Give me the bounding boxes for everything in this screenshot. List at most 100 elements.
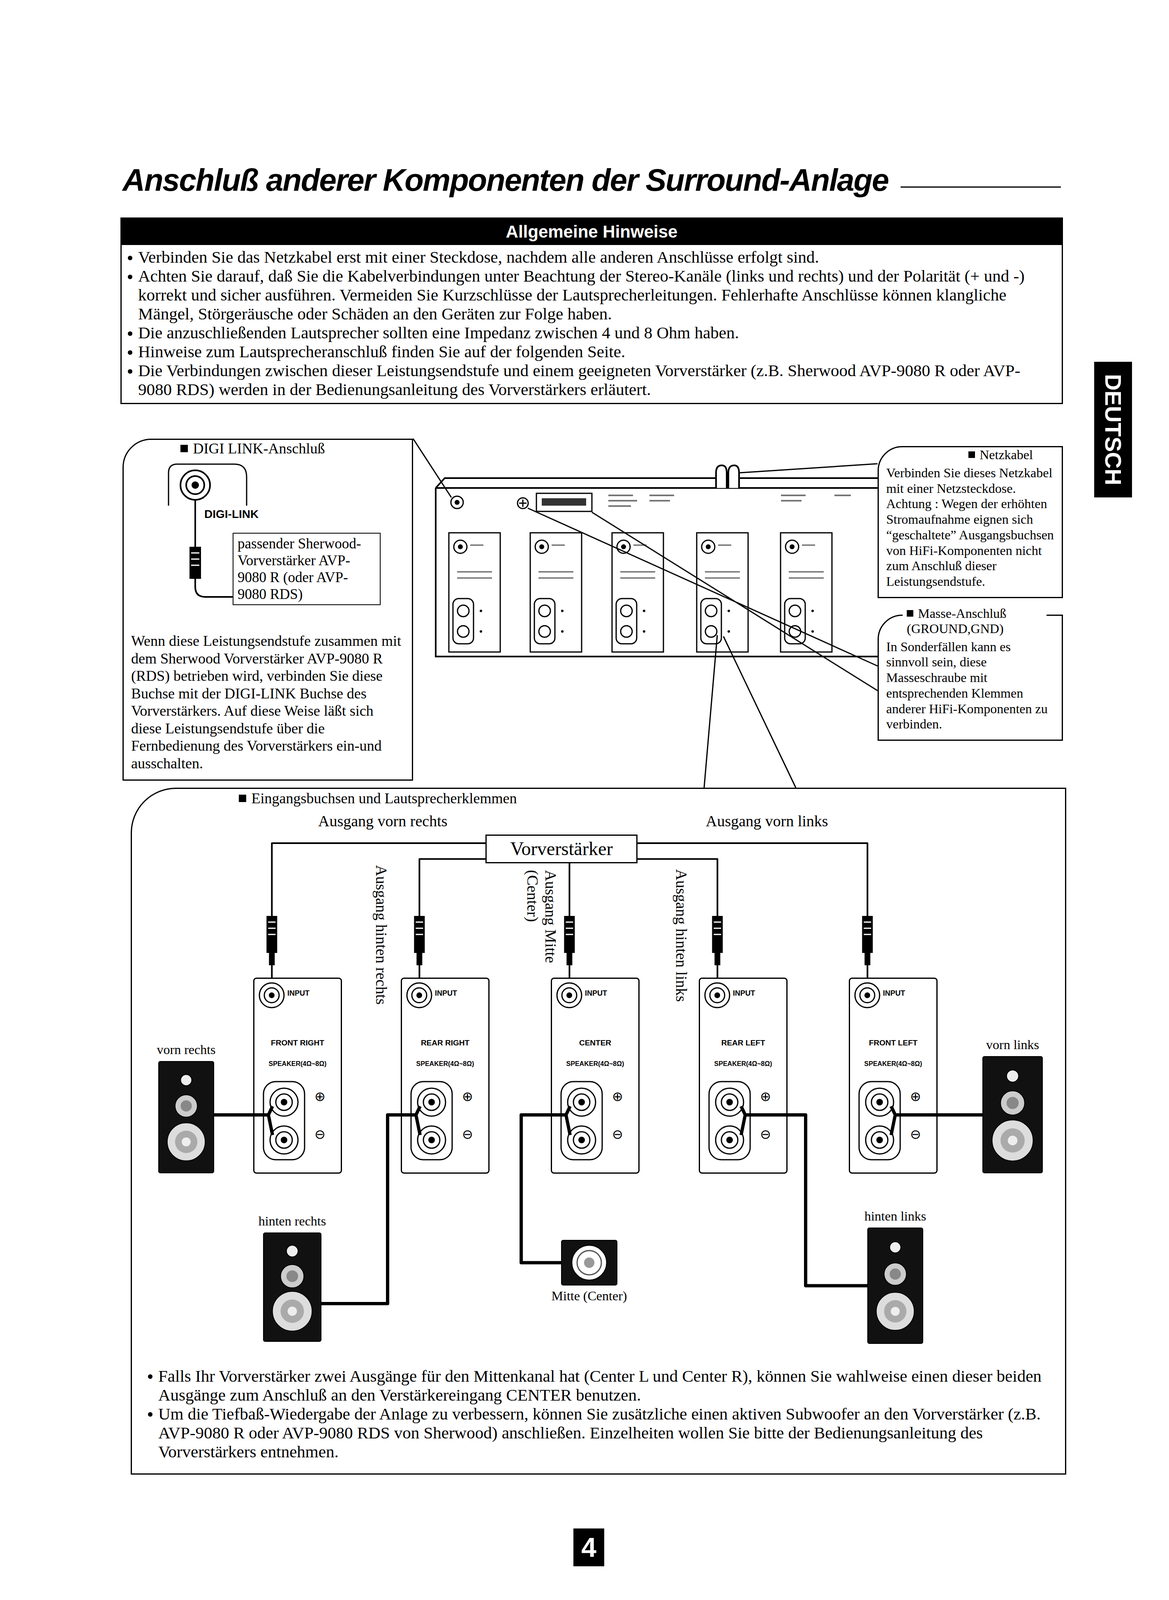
woofer — [884, 1300, 907, 1323]
rca-plug — [861, 915, 873, 953]
midrange — [1000, 1090, 1025, 1116]
preamp-label-text: passender Sherwood-Vorverstärker AVP-908… — [237, 535, 376, 603]
polarity-mark: ⊖ — [462, 1127, 474, 1141]
language-tab-text: DEUTSCH — [1101, 374, 1125, 486]
input-jack — [411, 987, 427, 1003]
speaker-terminal — [270, 1125, 299, 1154]
heading-square — [238, 794, 247, 802]
bullet-text: Hinweise zum Lautsprecheranschluß finden… — [138, 341, 1052, 361]
input-label: INPUT — [732, 989, 756, 997]
speaker-terminal-pin — [428, 1098, 435, 1106]
woofer — [167, 1122, 206, 1161]
channel-name: REAR LEFT — [700, 1038, 787, 1048]
amp-input-panel: INPUTFRONT RIGHTSPEAKER(4Ω~8Ω)⊕⊖ — [253, 977, 342, 1174]
speaker-box: hinten links — [867, 1227, 924, 1344]
speaker-box: vorn rechts — [158, 1060, 215, 1174]
bullet-text: Um die Tiefbaß-Wiedergabe der Anlage zu … — [158, 1404, 1045, 1461]
woofer — [1000, 1128, 1025, 1153]
speaker-cabinet — [263, 1232, 322, 1342]
bullet-text: Die anzuschließenden Lautsprecher sollte… — [138, 323, 1052, 342]
back-panel-outline — [435, 478, 879, 657]
woofer — [992, 1119, 1034, 1161]
speaker-terminal-pin — [578, 1098, 585, 1106]
midrange — [889, 1268, 901, 1280]
speaker-terminal — [721, 1093, 738, 1111]
title-rule — [900, 186, 1061, 188]
jack-bracket — [168, 464, 247, 506]
tweeter — [286, 1245, 299, 1257]
bullet-item: Hinweise zum Lautsprecheranschluß finden… — [124, 341, 1052, 361]
panel-markings — [608, 495, 851, 506]
speaker-driver — [571, 1245, 607, 1280]
woofer — [272, 1291, 313, 1331]
speaker-driver — [584, 1257, 595, 1268]
digi-link-socket-pin — [191, 481, 199, 489]
callout-text: Verbinden Sie dieses Netzkabel mit einer… — [886, 465, 1055, 590]
speaker-driver — [577, 1250, 602, 1275]
speaker-cable — [937, 1113, 983, 1117]
notes-box: Allgemeine HinweiseVerbinden Sie das Net… — [120, 217, 1063, 405]
heading-text: Masse-Anschluß (GROUND,GND) — [906, 605, 1007, 636]
header-band: Allgemeine Hinweise — [121, 218, 1062, 245]
woofer — [287, 1306, 298, 1316]
amp-input-panel: INPUTCENTERSPEAKER(4Ω~8Ω)⊕⊖ — [550, 977, 640, 1174]
speaker-terminal — [573, 1131, 590, 1149]
rca-plug-ribs — [565, 921, 573, 935]
speaker-terminal — [865, 1088, 894, 1116]
amp-module — [696, 532, 749, 652]
speaker-label: vorn links — [984, 1037, 1041, 1052]
cable-plug — [189, 546, 201, 579]
jack-label: DIGI-LINK — [204, 508, 259, 521]
callout-text: In Sonderfällen kann es sinnvoll sein, d… — [886, 639, 1055, 733]
speaker-art — [867, 1227, 924, 1344]
rca-plug-ribs — [415, 921, 423, 935]
language-tab: DEUTSCH — [1094, 361, 1133, 498]
wire-stub — [254, 1106, 273, 1135]
speaker-terminal — [721, 1131, 738, 1149]
polarity-mark: ⊖ — [314, 1127, 326, 1141]
speaker-cabinet — [158, 1061, 214, 1173]
speaker-terminal-pin — [280, 1136, 288, 1144]
speaker-impedance: SPEAKER(4Ω~8Ω) — [401, 1060, 489, 1068]
digi-link-pin — [454, 499, 460, 505]
preamp-box: Vorverstärker — [485, 834, 638, 864]
rca-plug-tip — [714, 952, 721, 966]
bullet-item: Achten Sie darauf, daß Sie die Kabelverb… — [124, 266, 1052, 324]
input-jack-pin — [268, 992, 275, 999]
bullet-item: Die Verbindungen zwischen dieser Leistun… — [124, 360, 1052, 399]
bullet-dot — [127, 331, 133, 336]
speaker-terminal — [865, 1125, 894, 1154]
edge-label: Ausgang hinten rechts — [372, 863, 391, 1007]
polarity-mark: ⊖ — [760, 1127, 772, 1141]
digi-link-socket — [180, 470, 211, 500]
input-label: INPUT — [882, 989, 906, 997]
speaker-terminal-pin — [876, 1098, 883, 1106]
ground-screw-slot — [519, 499, 527, 507]
brand-plate — [536, 493, 592, 512]
bullet-item: Um die Tiefbaß-Wiedergabe der Anlage zu … — [144, 1404, 1045, 1461]
speaker-art — [561, 1239, 618, 1286]
speaker-cabinet — [561, 1240, 617, 1285]
edge-label: Ausgang vorn links — [704, 811, 830, 830]
speaker-impedance: SPEAKER(4Ω~8Ω) — [850, 1060, 937, 1068]
speaker-impedance: SPEAKER(4Ω~8Ω) — [552, 1060, 639, 1068]
tweeter — [1006, 1069, 1019, 1082]
bullet-text: Verbinden Sie das Netzkabel erst mit ein… — [138, 247, 1052, 267]
channel-name: FRONT LEFT — [850, 1038, 937, 1048]
heading-text: Netzkabel — [979, 447, 1033, 463]
bullet-dot — [127, 274, 133, 280]
woofer — [890, 1306, 900, 1316]
input-label: INPUT — [287, 989, 310, 997]
speaker-cable — [214, 1113, 254, 1117]
signal-cable — [637, 843, 868, 978]
power-cord — [716, 465, 740, 488]
speaker-terminal-pin — [876, 1136, 883, 1144]
speaker-label: vorn rechts — [154, 1042, 218, 1057]
rca-plug — [413, 915, 425, 953]
woofer — [280, 1299, 305, 1323]
rca-plug-ribs — [713, 921, 721, 935]
callout-heading: Masse-Anschluß (GROUND,GND) — [902, 605, 1047, 637]
bullet-dot — [147, 1411, 153, 1417]
polarity-mark: ⊕ — [462, 1089, 474, 1103]
